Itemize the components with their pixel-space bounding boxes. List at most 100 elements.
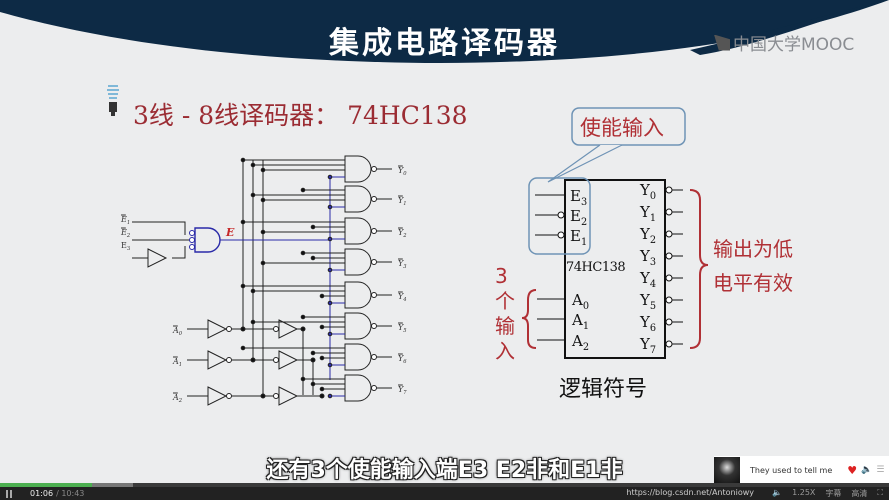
output-pin-Y1: Y1: [639, 203, 656, 224]
heart-icon[interactable]: ♥: [847, 463, 858, 477]
junction-dot: [327, 331, 333, 337]
junction-dot: [327, 236, 333, 242]
junction-dot: [240, 345, 246, 351]
nand-bubble: [371, 354, 377, 360]
address-pin-A2: A2: [571, 332, 589, 353]
album-art: [714, 457, 740, 483]
junction-dot: [250, 288, 256, 294]
junction-dot: [319, 355, 325, 361]
junction-dot: [310, 350, 316, 356]
pin-bubble: [665, 340, 673, 348]
symbol-caption: 逻辑符号: [559, 377, 647, 402]
junction-dot: [327, 393, 333, 399]
output-pin-Y4: Y4: [639, 269, 656, 290]
enable-input-label-E1: E1: [120, 215, 130, 226]
subtitle-button[interactable]: 字幕: [825, 489, 842, 498]
volume-icon[interactable]: 🔈: [861, 465, 873, 475]
inverter-gate: [147, 248, 168, 268]
pin-bubble: [665, 230, 673, 238]
title-banner: [0, 0, 889, 63]
quality-button[interactable]: 高清: [851, 489, 868, 498]
inverter-gate: [207, 319, 228, 339]
junction-dot: [260, 393, 266, 399]
junction-dot: [310, 357, 316, 363]
junction-dot: [250, 319, 256, 325]
junction-dot: [300, 314, 306, 320]
pin-bubble: [557, 231, 565, 239]
callout-pointer: [547, 144, 623, 183]
progress-bar[interactable]: [0, 483, 889, 487]
fullscreen-icon[interactable]: ⛶: [877, 488, 883, 497]
enable-bubble: [189, 230, 195, 236]
nand-gate: [344, 312, 372, 340]
junction-dot: [250, 357, 256, 363]
control-bar: 01:06 / 10:43 🔈 1.25X 字幕 高清 ⛶: [0, 487, 889, 500]
junction-dot: [319, 386, 325, 392]
address-pin-A0: A0: [571, 291, 589, 312]
pause-icon[interactable]: [6, 489, 12, 498]
outputs-note-line2: 电平有效: [713, 271, 793, 295]
pin-bubble: [665, 296, 673, 304]
junction-dot: [327, 267, 333, 273]
output-pin-Y5: Y5: [639, 291, 656, 312]
inverter-bubble: [226, 393, 232, 399]
inverter-bubble: [273, 357, 279, 363]
inverter-bubble: [273, 393, 279, 399]
enable-wires: [132, 221, 190, 259]
output-pin-Y0: Y0: [639, 181, 656, 202]
music-widget[interactable]: They used to tell me ♥ 🔈 ☰: [714, 456, 889, 484]
enable-bubble: [189, 244, 195, 250]
output-pin-Y2: Y2: [639, 225, 656, 246]
junction-dot: [310, 255, 316, 261]
enable-signal-label: E: [225, 226, 235, 239]
volume-button[interactable]: 🔈: [772, 488, 783, 497]
junction-dot: [240, 326, 246, 332]
address-input-label-A1: A1: [172, 357, 182, 368]
menu-icon[interactable]: ☰: [876, 465, 885, 475]
inverter-gate: [207, 350, 228, 370]
duration-wrap: / 10:43: [56, 489, 85, 498]
junction-dot: [250, 162, 256, 168]
nand-bubble: [371, 259, 377, 265]
nand-gate: [344, 155, 372, 183]
chip-box: [564, 179, 666, 359]
junction-dot: [319, 324, 325, 330]
nand-bubble: [371, 323, 377, 329]
junction-dot: [327, 362, 333, 368]
inputs-note: 3: [495, 264, 508, 288]
junction-dot: [300, 187, 306, 193]
output-label-Y2: Y2: [398, 228, 407, 239]
junction-dot: [327, 300, 333, 306]
junction-dot: [260, 229, 266, 235]
inputs-note: 个: [495, 289, 515, 313]
output-label-Y6: Y6: [398, 354, 407, 365]
nand-bubble: [371, 196, 377, 202]
address-pin-A1: A1: [571, 311, 589, 332]
nand-gate: [344, 217, 372, 245]
inverter-bubble: [226, 357, 232, 363]
junction-dot: [250, 192, 256, 198]
inverter-bubble: [273, 326, 279, 332]
junction-dot: [327, 204, 333, 210]
junction-dot: [240, 219, 246, 225]
junction-dot: [300, 326, 306, 332]
outputs-note-line1: 输出为低: [713, 237, 793, 261]
output-label-Y5: Y5: [398, 323, 407, 334]
junction-dot: [310, 224, 316, 230]
song-title: They used to tell me: [750, 465, 833, 475]
junction-dot: [310, 381, 316, 387]
speed-button[interactable]: 1.25X: [792, 488, 816, 497]
junction-dot: [260, 197, 266, 203]
enable-bubble: [189, 237, 195, 243]
junction-dot: [240, 157, 246, 163]
output-pin-Y6: Y6: [639, 313, 656, 334]
nand-bubble: [371, 292, 377, 298]
outputs-brace: [689, 189, 709, 349]
callout-text: 使能输入: [580, 116, 664, 140]
enable-highlight-box: [528, 177, 591, 255]
junction-dot: [319, 293, 325, 299]
inverter-gate: [207, 386, 228, 406]
nand-gate: [344, 248, 372, 276]
